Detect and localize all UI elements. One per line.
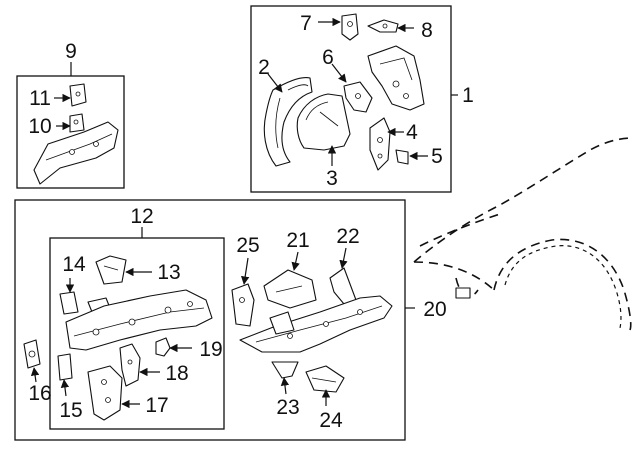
part-16-bracket [23,339,41,369]
callout-8: 8 [421,19,433,42]
callout-15: 15 [59,399,82,422]
callout-12: 12 [130,205,153,228]
part-19-bracket [155,337,171,357]
callout-19: 19 [199,338,222,361]
callout-2: 2 [258,56,270,79]
callout-5: 5 [431,145,443,168]
callout-17: 17 [145,394,168,417]
callout-11: 11 [29,87,51,110]
part-4-bracket [369,117,391,171]
callout-23: 23 [276,396,299,419]
part-22-bracket [329,267,357,305]
part-12-rail [65,289,213,351]
callout-3: 3 [326,167,338,190]
leader-lines [30,17,428,409]
callout-18: 18 [165,362,188,385]
callout-7: 7 [300,12,312,35]
callout-24: 24 [319,409,343,432]
callout-4: 4 [406,121,418,144]
part-10-bracket [69,113,85,133]
callout-6: 6 [322,46,334,69]
part-13-bracket [95,255,127,285]
group-1-frame [250,5,452,193]
part-24-bracket [305,365,345,393]
part-25-bracket [231,283,255,327]
callout-10: 10 [28,115,51,138]
callout-9: 9 [65,40,77,63]
group-20-frame [14,199,406,441]
fender-bracket [455,287,471,299]
callout-1: 1 [462,84,474,107]
group-12-frame [49,237,225,430]
part-20-rail [239,295,393,353]
part-6-bracket [343,81,373,113]
callout-13: 13 [157,261,180,284]
callout-16: 16 [28,382,51,405]
part-18-bracket [119,343,141,387]
callout-25: 25 [236,234,259,257]
callout-22: 22 [336,225,359,248]
fender-outline [413,137,635,331]
callout-14: 14 [62,253,86,276]
part-3-liner [296,93,351,151]
part-7-clip [341,13,359,41]
part-8-clip [367,19,399,33]
part-11-bracket [69,83,87,107]
part-23-bracket [271,361,299,379]
part-17-bracket [87,365,123,421]
part-21-bracket [263,269,317,309]
part-9-rail [33,121,119,185]
callout-20: 20 [423,298,446,321]
part-15-bracket [57,353,73,381]
part-5-clip [395,149,409,165]
part-2-splash-shield [263,76,313,167]
part-1-apron-upper [367,45,425,111]
callout-21: 21 [286,229,309,252]
